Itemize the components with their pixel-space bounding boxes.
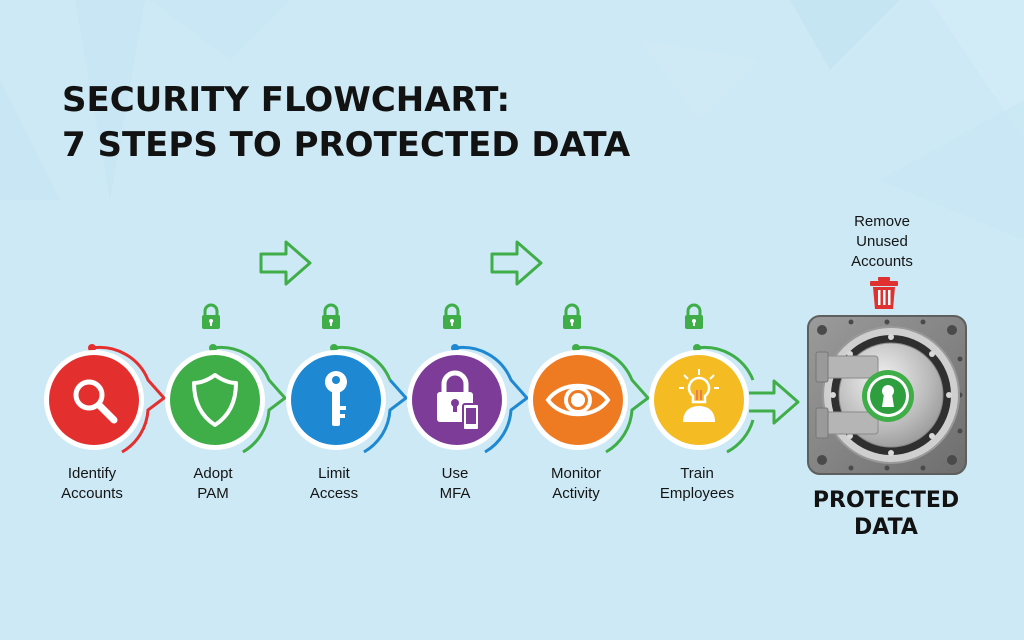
title-line-2: 7 STEPS TO PROTECTED DATA — [62, 125, 631, 165]
padlock-icon — [443, 303, 461, 329]
lightbulb-person-icon — [679, 369, 719, 422]
trash-icon — [870, 277, 898, 309]
padlock-icon — [202, 303, 220, 329]
arrow-right-icon — [749, 379, 800, 425]
padlock-icon — [563, 303, 581, 329]
title-line-1: SECURITY FLOWCHART: — [62, 80, 511, 120]
arrow-right-icon — [490, 240, 543, 286]
page-title: SECURITY FLOWCHART: 7 STEPS TO PROTECTED… — [62, 78, 630, 168]
protected-data-label: PROTECTED DATA — [812, 488, 960, 540]
vault-icon — [807, 315, 967, 475]
key-icon — [325, 371, 347, 426]
padlock-icon — [322, 303, 340, 329]
arrow-right-icon — [259, 240, 312, 286]
shield-icon — [192, 373, 238, 427]
magnifier-icon — [73, 379, 118, 424]
padlock-icon — [685, 303, 703, 329]
remove-unused-accounts-label: Remove Unused Accounts — [851, 213, 913, 270]
eye-icon — [545, 383, 611, 417]
lock-phone-icon — [437, 370, 480, 431]
